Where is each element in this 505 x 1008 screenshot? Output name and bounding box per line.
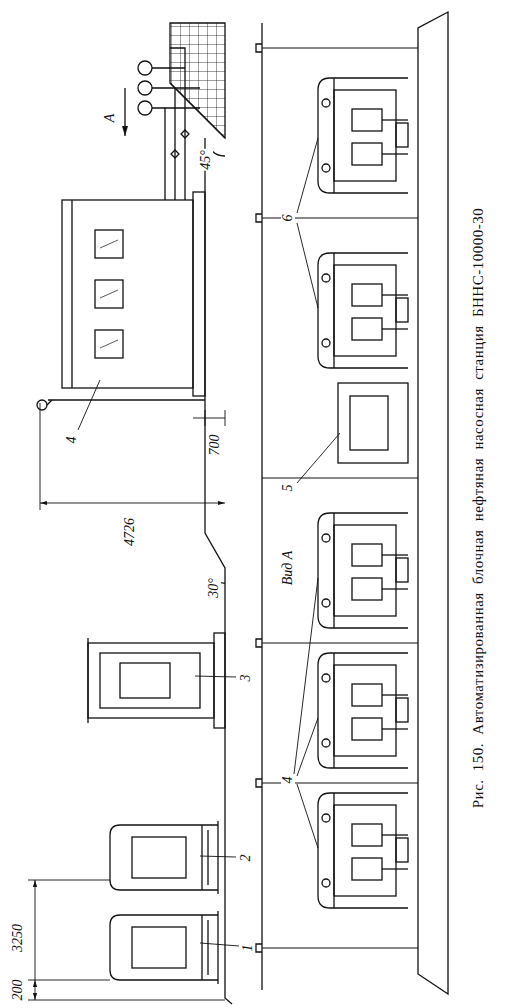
figure-caption: Рис. 150. Автоматизированная блочная неф…: [470, 48, 487, 968]
callout-number: 5: [281, 484, 295, 493]
callout-number: 6: [281, 214, 295, 223]
electrical-cabinet: [110, 825, 218, 890]
callout-number: 4: [65, 436, 79, 445]
dimension-text: 3250: [11, 923, 25, 953]
electrical-cabinet: [110, 915, 218, 980]
view-arrow: [124, 88, 125, 136]
dimension-lines: [28, 403, 225, 1000]
angle-text: 30°: [207, 577, 221, 599]
angle-text: 45°: [199, 149, 213, 171]
pump-building: [37, 192, 205, 410]
callout-number: 2: [239, 854, 253, 863]
pipework: [138, 48, 200, 200]
view-a: [256, 12, 448, 994]
callout-number: 3: [239, 674, 253, 683]
dimension-text: 700: [208, 434, 222, 457]
dimension-text: 4726: [123, 517, 137, 547]
view-title: Вид А: [281, 550, 295, 587]
callout-number: 1: [241, 944, 255, 953]
view-letter: А: [103, 113, 117, 124]
callout-number: 4: [281, 776, 295, 785]
leader-lines: [78, 380, 239, 946]
dimension-text: 200: [11, 979, 25, 1002]
leader-lines: [294, 138, 340, 848]
control-block: [88, 633, 225, 728]
